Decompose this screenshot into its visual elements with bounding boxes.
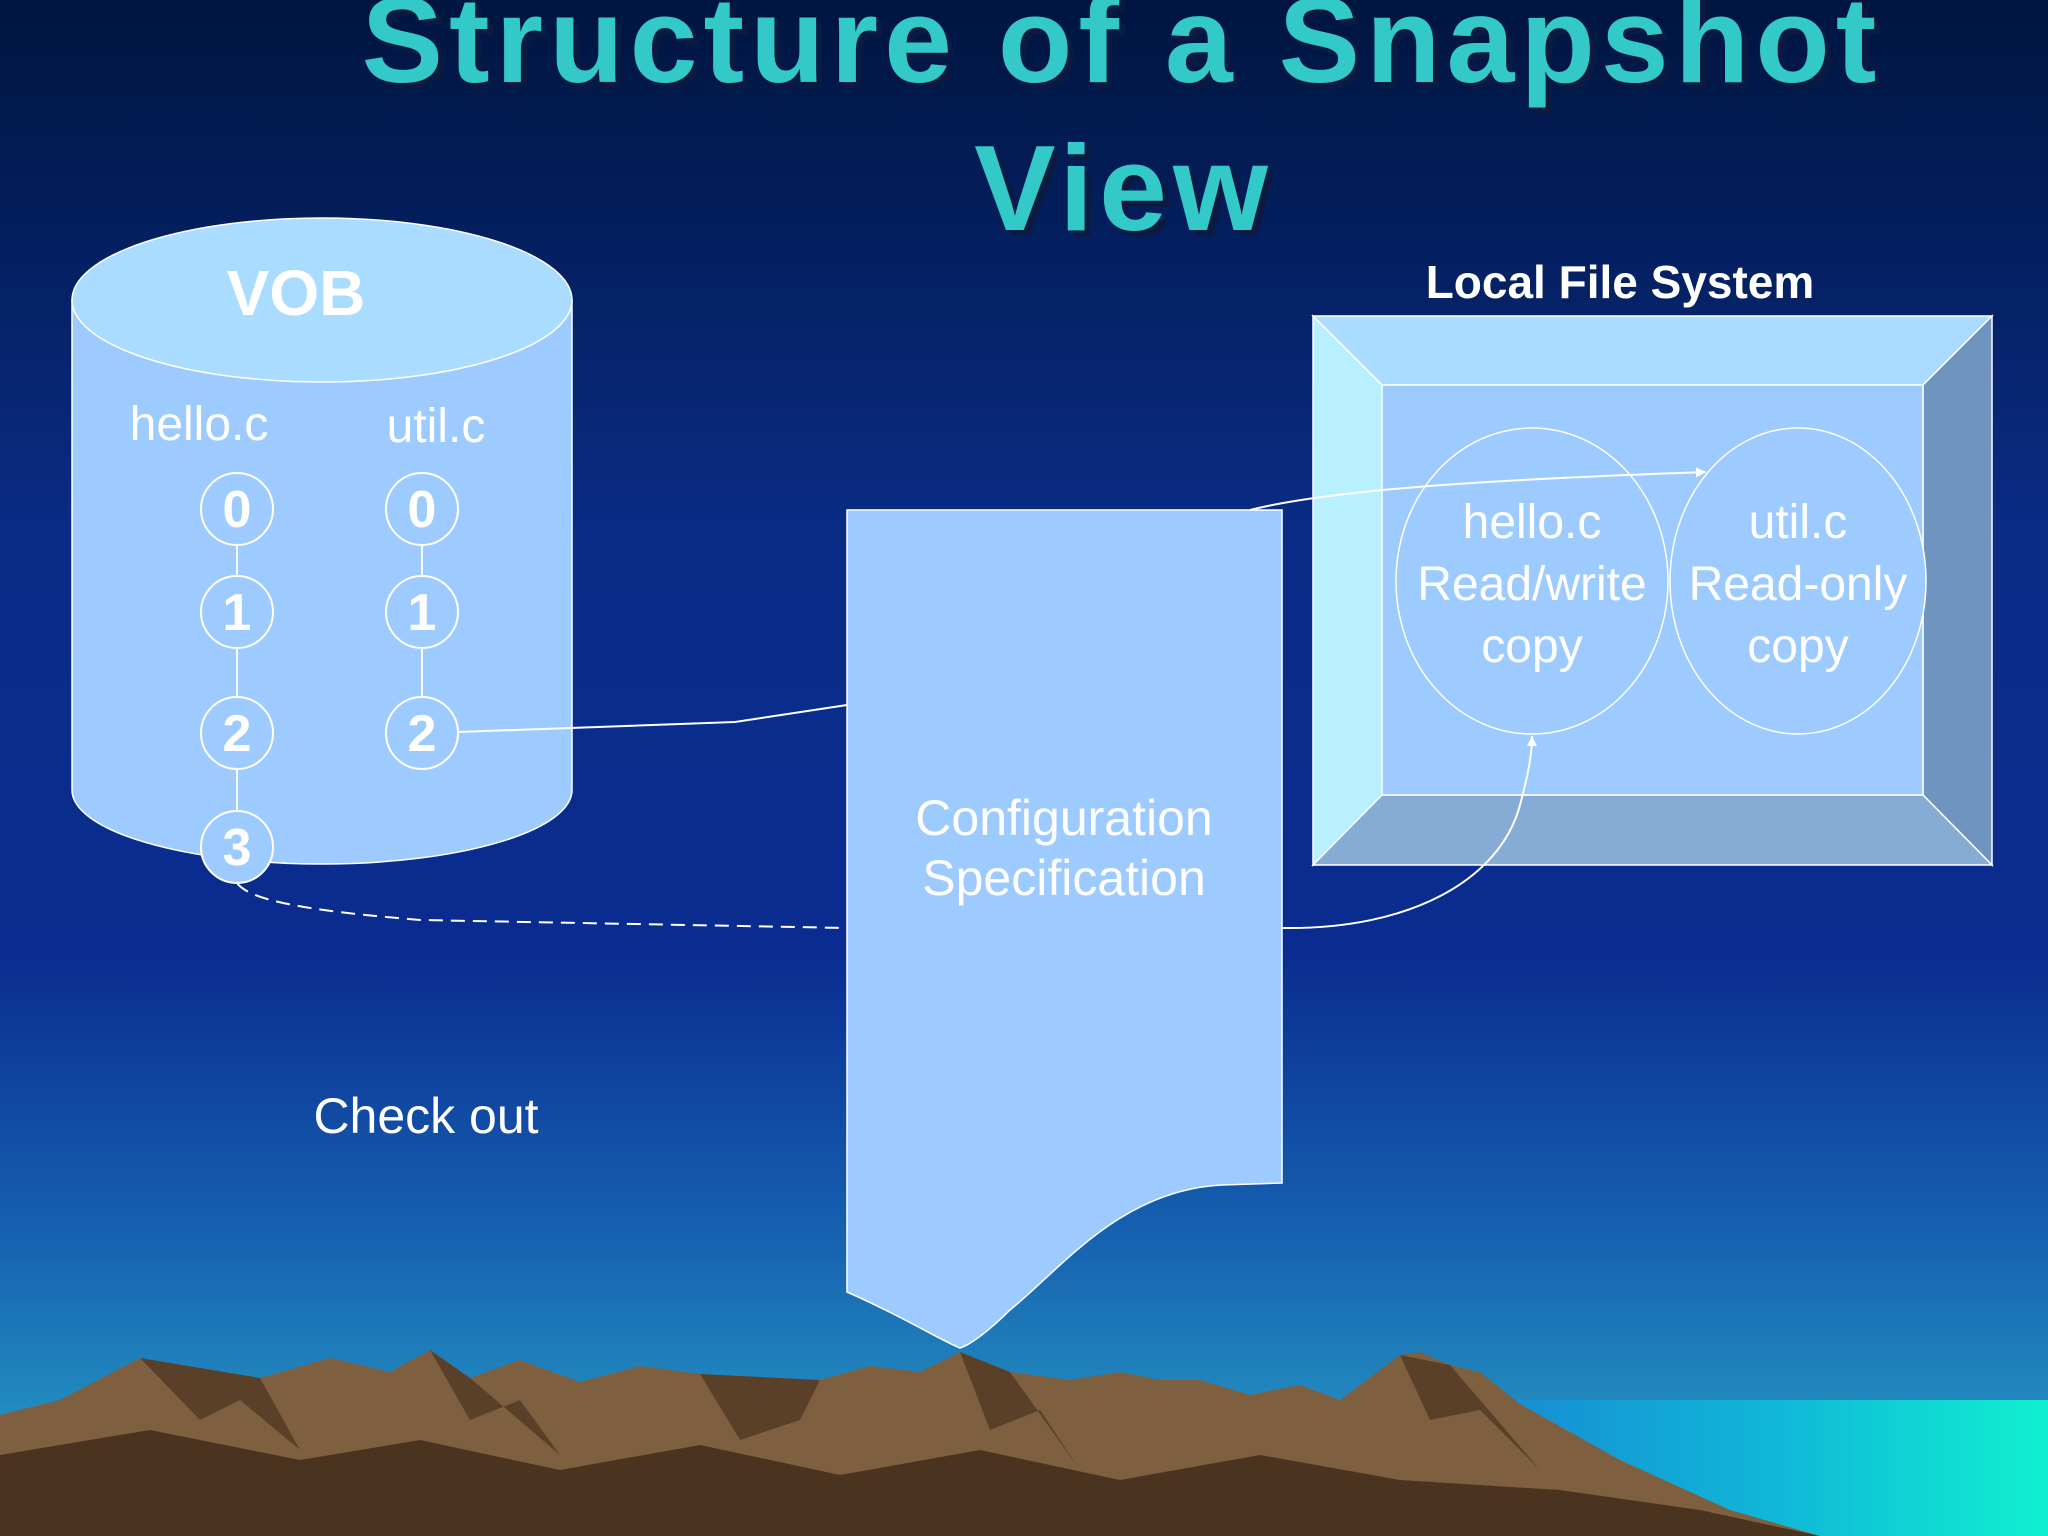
local-file-name: hello.c [1463, 496, 1602, 549]
version-label: 3 [223, 819, 252, 877]
checkout-dashed-connector [236, 882, 848, 929]
bevel-top [1311, 315, 1994, 386]
config-spec-document: Configuration Specification [846, 509, 1283, 1349]
vob-cylinder: VOB [71, 217, 573, 865]
bevel-right [1922, 314, 1993, 867]
slide-title: Structure of a Snapshot Structure of a S… [362, 0, 1889, 262]
config-spec-line-1: Configuration [915, 790, 1212, 846]
title-line-1: Structure of a Snapshot [368, 0, 1889, 114]
hello-c-version-1: 1 [200, 575, 274, 649]
local-file-kind: copy [1747, 620, 1848, 673]
vob-top [71, 217, 573, 383]
config-spec-line-2: Specification [922, 850, 1206, 906]
version-label: 2 [408, 705, 437, 763]
vob-label: VOB [227, 257, 366, 329]
title-line-2-shadow: View [980, 126, 1280, 262]
hello-c-version-3: 3 [200, 810, 274, 884]
bevel-bottom [1311, 794, 1994, 866]
local-file-mode: Read/write [1417, 558, 1646, 611]
local-file-name: util.c [1749, 496, 1848, 549]
hello-c-version-2: 2 [200, 696, 274, 770]
connector-util-v2-to-config [457, 704, 848, 733]
title-line-1-front: Structure of a Snapshot [362, 0, 1883, 108]
vob-element-hello-c: hello.c [130, 398, 269, 451]
title-line-2: View [974, 120, 1274, 256]
version-label: 2 [223, 705, 252, 763]
util-c-version-0: 0 [385, 472, 459, 546]
local-file-mode: Read-only [1689, 558, 1908, 611]
version-label: 1 [408, 584, 437, 642]
version-label: 0 [408, 481, 437, 539]
bevel-left [1312, 314, 1383, 867]
local-fs-label: Local File System [1426, 256, 1815, 308]
version-label: 1 [223, 584, 252, 642]
vob-element-util-c: util.c [387, 400, 486, 453]
vob-body [71, 299, 573, 865]
util-c-version-2: 2 [385, 696, 459, 770]
connector-config-to-util-copy [1249, 467, 1707, 511]
local-file-hello-c: hello.c Read/write copy [1395, 427, 1669, 735]
mountain-range [0, 1350, 1820, 1536]
connector-config-to-hello-copy [1281, 735, 1537, 930]
version-label: 0 [223, 481, 252, 539]
checkout-label: Check out [313, 1088, 538, 1144]
local-file-kind: copy [1481, 620, 1582, 673]
util-c-version-1: 1 [385, 575, 459, 649]
local-file-util-c: util.c Read-only copy [1669, 427, 1927, 735]
hello-c-version-0: 0 [200, 472, 274, 546]
